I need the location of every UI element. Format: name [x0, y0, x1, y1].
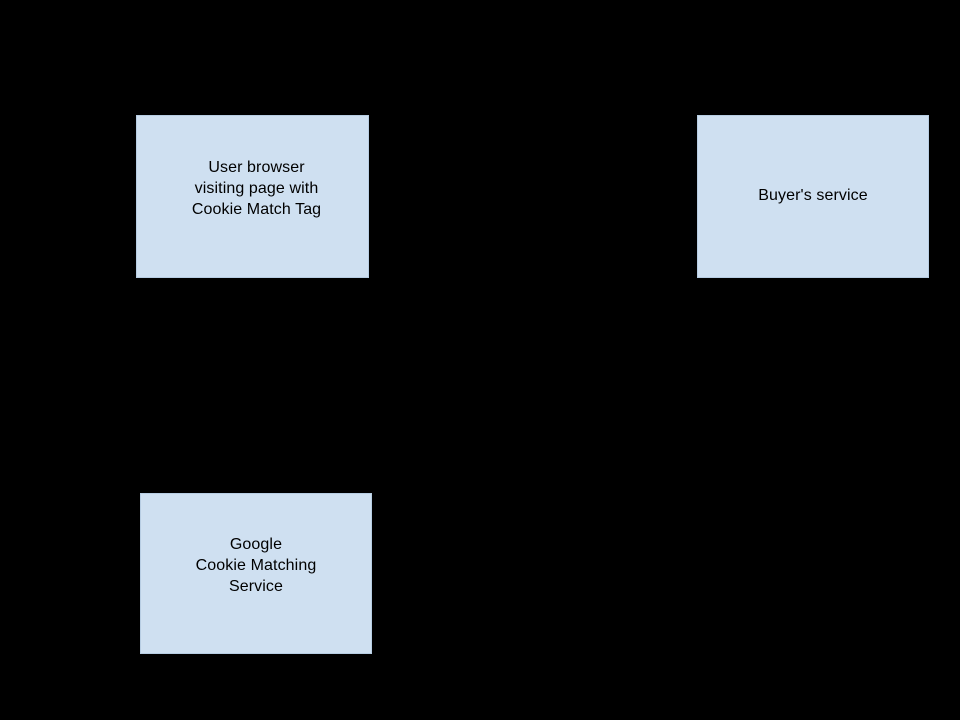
diagram-node-user-browser-label: User browser visiting page with Cookie M…: [191, 159, 322, 218]
diagram-node-user-browser[interactable]: User browser visiting page with Cookie M…: [136, 115, 369, 278]
diagram-node-google-cookie-matching-service-label: Google Cookie Matching Service: [195, 536, 317, 595]
diagram-node-buyers-service[interactable]: Buyer's service: [697, 115, 929, 278]
diagram-node-google-cookie-matching-service[interactable]: Google Cookie Matching Service: [140, 493, 372, 654]
diagram-node-buyers-service-label: Buyer's service: [758, 187, 868, 204]
